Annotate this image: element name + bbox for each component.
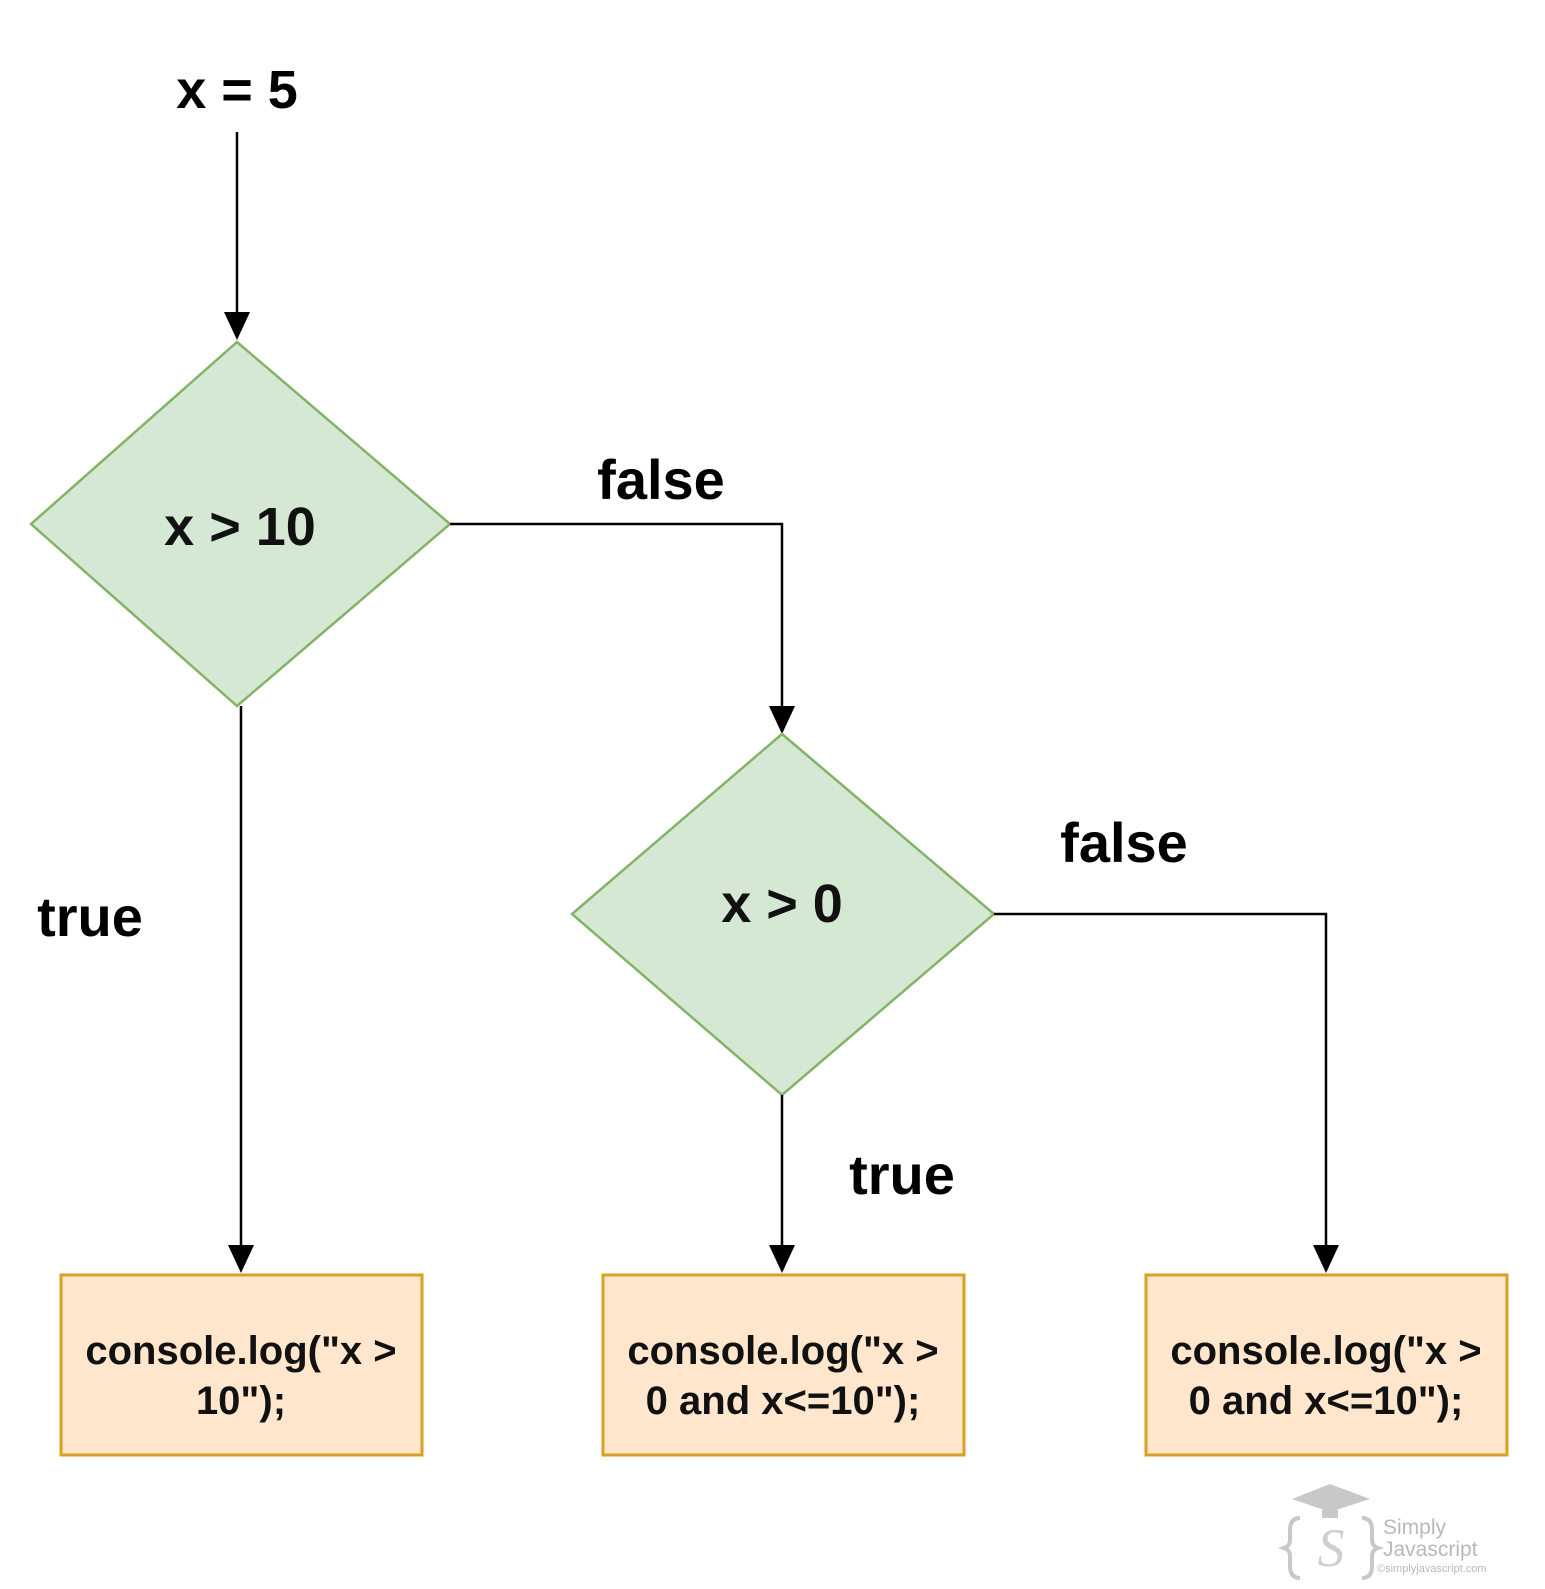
action-text-line-1: console.log("x >	[1170, 1329, 1481, 1373]
edge-label-false-2: false	[1060, 811, 1188, 874]
decision-label: x > 0	[721, 874, 843, 934]
arrowhead-icon	[228, 1245, 254, 1273]
action-box-1: console.log("x > 10");	[59, 1273, 424, 1457]
decision-x-gt-10: x > 10	[29, 340, 452, 708]
watermark-line-2: Javascript	[1383, 1538, 1478, 1561]
action-box-2: console.log("x > 0 and x<=10");	[601, 1273, 966, 1457]
action-rect	[601, 1273, 966, 1457]
graduation-cap-logo-icon: S	[1277, 1484, 1385, 1580]
edge-decision-2-true	[769, 1095, 795, 1273]
action-box-3: console.log("x > 0 and x<=10");	[1144, 1273, 1509, 1457]
action-text-line-2: 0 and x<=10");	[1189, 1379, 1464, 1423]
arrowhead-icon	[1313, 1245, 1339, 1273]
arrowhead-icon	[769, 1245, 795, 1273]
decision-x-gt-0: x > 0	[570, 732, 996, 1097]
svg-text:S: S	[1318, 1518, 1345, 1578]
start-label: x = 5	[176, 60, 298, 120]
edge-label-true-2: true	[849, 1143, 955, 1206]
edge-decision-1-false	[450, 522, 795, 734]
action-text-line-1: console.log("x >	[85, 1329, 396, 1373]
action-rect	[59, 1273, 424, 1457]
action-text-line-1: console.log("x >	[627, 1329, 938, 1373]
watermark-line-1: Simply	[1383, 1516, 1447, 1539]
arrowhead-icon	[769, 706, 795, 734]
action-text-line-2: 10");	[196, 1379, 286, 1423]
watermark: S Simply Javascript ©simplyjavascript.co…	[1277, 1484, 1487, 1580]
action-rect	[1144, 1273, 1509, 1457]
action-text-line-2: 0 and x<=10");	[646, 1379, 921, 1423]
edge-start-to-decision-1	[224, 132, 250, 340]
arrowhead-icon	[224, 312, 250, 340]
decision-label: x > 10	[164, 497, 316, 557]
decision-diamond	[29, 340, 452, 708]
edge-label-false-1: false	[597, 448, 725, 511]
edge-decision-2-false	[994, 912, 1339, 1273]
edge-label-true-1: true	[37, 885, 143, 948]
edge-decision-1-true	[228, 706, 254, 1273]
watermark-line-3: ©simplyjavascript.com	[1377, 1563, 1487, 1575]
